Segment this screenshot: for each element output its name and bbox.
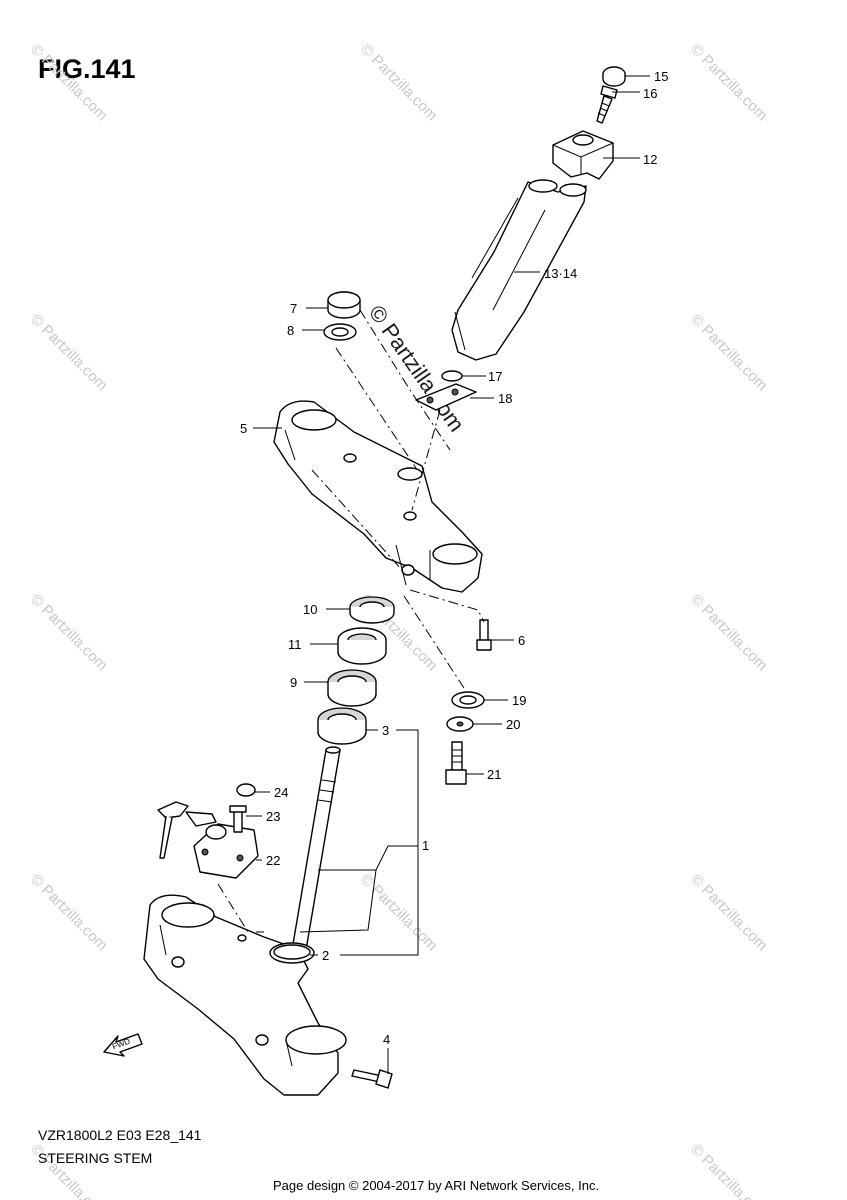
callout-9: 9 [290, 675, 297, 690]
callout-20: 20 [506, 717, 520, 732]
part-12-handlebar-clamp [552, 130, 614, 180]
part-9-bearing [327, 669, 377, 707]
watermark: © Partzilla.com [687, 41, 770, 124]
footer-copyright: Page design © 2004-2017 by ARI Network S… [273, 1178, 600, 1193]
part-19-washer [451, 691, 485, 709]
callout-8: 8 [287, 323, 294, 338]
watermark: © Partzilla.com [687, 1141, 770, 1200]
part-11-dust-seal [337, 627, 387, 665]
callout-11: 11 [288, 637, 302, 652]
callout-22: 22 [266, 853, 280, 868]
part-23-screw [229, 805, 247, 833]
part-17-washer [441, 370, 463, 382]
callout-17: 17 [488, 369, 502, 384]
callout-7: 7 [290, 301, 297, 316]
part-4-bolt [351, 1069, 393, 1089]
part-6-bolt [476, 619, 492, 651]
assembly-lines [217, 309, 485, 933]
watermark: © Partzilla.com [687, 871, 770, 954]
callout-23: 23 [266, 809, 280, 824]
model-code: VZR1800L2 E03 E28_141 [38, 1127, 202, 1143]
part-20-washer [446, 716, 474, 732]
key-icon [157, 801, 217, 859]
callout-15: 15 [654, 69, 668, 84]
watermark: © Partzilla.com [687, 311, 770, 394]
callout-18: 18 [498, 391, 512, 406]
part-15-cap [602, 66, 626, 87]
callout-1: 1 [422, 838, 429, 853]
center-watermark: © Partzilla.com [364, 301, 470, 437]
callout-4: 4 [383, 1032, 390, 1047]
part-5-upper-bracket [273, 400, 483, 593]
callout-24: 24 [274, 785, 288, 800]
part-8-washer [323, 323, 357, 341]
watermark: © Partzilla.com [27, 591, 110, 674]
callout-2: 2 [322, 948, 329, 963]
watermark: © Partzilla.com [357, 41, 440, 124]
watermark: © Partzilla.com [27, 41, 110, 124]
callout-6: 6 [518, 633, 525, 648]
watermark: © Partzilla.com [27, 311, 110, 394]
fig-title: FIG.141 [38, 54, 136, 84]
part-18-plate [415, 383, 477, 411]
callout-5: 5 [240, 421, 247, 436]
part-lower-bracket [143, 894, 347, 1096]
part-7-cap-nut [327, 291, 361, 319]
part-21-bolt [445, 741, 467, 785]
part-1-steering-stem [291, 746, 341, 951]
watermarks: © Partzilla.com © Partzilla.com © Partzi… [27, 41, 770, 1200]
part-10-nut [349, 596, 395, 624]
part-13-14-handlebar [451, 179, 587, 361]
fwd-arrow-icon: FWD [103, 1033, 143, 1057]
leader-lines [246, 75, 650, 1074]
callout-3: 3 [382, 723, 389, 738]
part-2-seal [273, 944, 311, 960]
callout-13-14: 13·14 [544, 266, 577, 281]
part-3-bearing [317, 707, 367, 745]
part-22-steering-lock [193, 823, 259, 879]
callout-12: 12 [643, 152, 657, 167]
part-16-bolt [596, 85, 618, 124]
section-name: STEERING STEM [38, 1150, 153, 1166]
callout-21: 21 [487, 767, 501, 782]
watermark: © Partzilla.com [357, 871, 440, 954]
callout-10: 10 [303, 602, 317, 617]
callout-16: 16 [643, 86, 657, 101]
watermark: © Partzilla.com [687, 591, 770, 674]
callout-labels: 15 16 12 13·14 7 8 17 18 5 10 6 11 9 19 … [240, 69, 668, 1047]
watermark: © Partzilla.com [27, 871, 110, 954]
callout-19: 19 [512, 693, 526, 708]
part-24-cap [236, 783, 256, 797]
